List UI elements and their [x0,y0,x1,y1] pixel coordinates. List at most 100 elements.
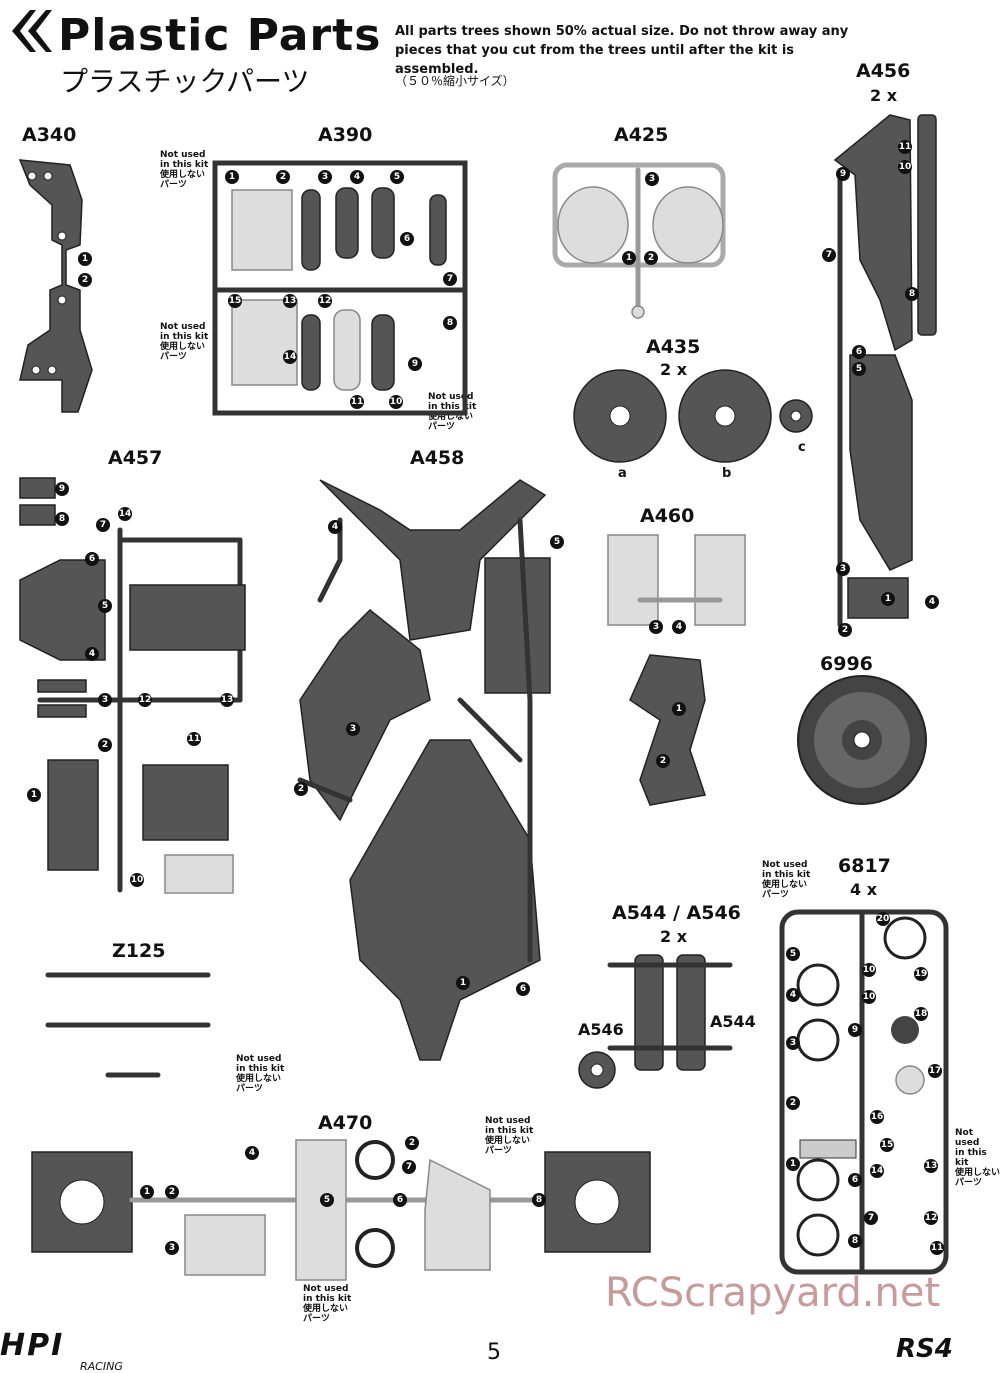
part-number-icon: 14 [870,1164,884,1178]
part-number-icon: 3 [98,693,112,707]
part-number-icon: 1 [881,592,895,606]
qty-a435: 2 x [660,360,688,379]
page-title: Plastic Parts [58,10,382,61]
part-number-icon: 3 [318,170,332,184]
part-number-icon: 20 [876,912,890,926]
part-number-icon: 2 [78,273,92,287]
part-number-icon: 3 [645,172,659,186]
part-number-icon: 4 [245,1146,259,1160]
part-number-icon: 4 [672,620,686,634]
part-number-icon: 4 [350,170,364,184]
part-number-icon: 8 [905,287,919,301]
part-number-icon: 3 [836,562,850,576]
part-number-icon: 2 [98,738,112,752]
label-a425: A425 [614,124,669,146]
part-number-icon: 3 [346,722,360,736]
label-a544-a546: A544 / A546 [612,902,741,924]
scale-note: All parts trees shown 50% actual size. D… [395,24,849,77]
label-6817: 6817 [838,855,891,877]
part-number-icon: 6 [516,982,530,996]
hpi-racing-logo: HPI RACING [0,1328,123,1373]
part-number-icon: 11 [898,140,912,154]
part-number-icon: 9 [848,1023,862,1037]
part-number-icon: 15 [880,1138,894,1152]
part-number-icon: 7 [822,248,836,262]
label-a435: A435 [646,336,701,358]
part-number-icon: 5 [786,947,800,961]
part-number-icon: 15 [228,294,242,308]
part-number-icon: 1 [456,976,470,990]
part-number-icon: 7 [864,1211,878,1225]
label-a546-side: A546 [578,1020,624,1039]
qty-a456: 2 x [870,86,898,105]
part-a458 [297,479,551,1061]
page-title-jp: プラスチックパーツ [60,65,310,98]
part-number-icon: 2 [165,1185,179,1199]
part-number-icon: 6 [848,1173,862,1187]
part-number-icon: 13 [283,294,297,308]
part-number-icon: 3 [165,1241,179,1255]
part-number-icon: 6 [85,552,99,566]
part-number-icon: 2 [656,754,670,768]
part-number-icon: 10 [389,395,403,409]
part-number-icon: 1 [225,170,239,184]
part-number-icon: 1 [27,788,41,802]
part-number-icon: 1 [622,251,636,265]
part-number-icon: 19 [914,967,928,981]
part-number-icon: 4 [85,647,99,661]
part-number-icon: 13 [924,1159,938,1173]
part-number-icon: 8 [848,1234,862,1248]
label-a457: A457 [108,447,163,469]
part-number-icon: 2 [644,251,658,265]
part-z125 [45,972,211,1078]
label-a458: A458 [410,447,465,469]
part-number-icon: 4 [786,988,800,1002]
part-a435 [573,369,813,463]
part-a544-a546 [578,954,733,1089]
label-a390: A390 [318,124,373,146]
label-a544-side: A544 [710,1012,756,1031]
part-number-icon: 11 [187,732,201,746]
part-number-icon: 9 [55,482,69,496]
part-number-icon: 10 [862,963,876,977]
part-number-icon: 2 [276,170,290,184]
qty-a544: 2 x [660,927,688,946]
part-number-icon: 2 [838,623,852,637]
rs4-logo: RS4 [896,1334,953,1364]
part-number-icon: 1 [140,1185,154,1199]
part-number-icon: 6 [852,345,866,359]
label-a456: A456 [856,60,911,82]
part-a456 [833,114,937,628]
part-number-icon: 7 [443,272,457,286]
label-a435-c: c [798,440,806,455]
label-a470: A470 [318,1112,373,1134]
part-number-icon: 14 [283,350,297,364]
part-a425 [552,162,726,319]
label-6996: 6996 [820,653,873,675]
part-number-icon: 11 [350,395,364,409]
part-number-icon: 9 [408,357,422,371]
label-a340: A340 [22,124,77,146]
part-number-icon: 5 [550,535,564,549]
label-a435-b: b [722,466,732,481]
part-number-icon: 12 [138,693,152,707]
part-number-icon: 5 [852,362,866,376]
part-number-icon: 10 [898,160,912,174]
part-number-icon: 7 [402,1160,416,1174]
scale-note-jp: （５０％縮小サイズ） [395,74,515,88]
part-number-icon: 3 [786,1036,800,1050]
part-number-icon: 10 [862,990,876,1004]
part-number-icon: 4 [328,520,342,534]
part-number-icon: 8 [443,316,457,330]
part-a390 [212,160,468,416]
part-number-icon: 18 [914,1007,928,1021]
part-number-icon: 5 [320,1193,334,1207]
label-a435-a: a [618,466,627,481]
